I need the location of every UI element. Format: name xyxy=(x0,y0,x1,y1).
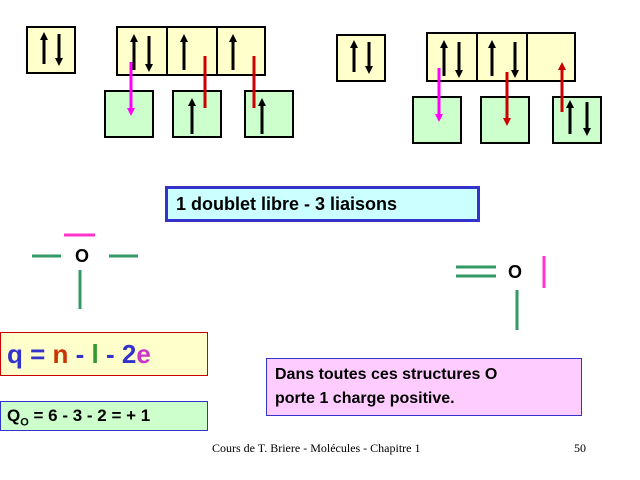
note-line-1: Dans toutes ces structures O xyxy=(275,366,498,383)
orbital-box-2p-left-3 xyxy=(216,26,266,76)
conclusion-note: Dans toutes ces structures O porte 1 cha… xyxy=(266,358,582,416)
formula-l: l xyxy=(91,339,99,369)
electrons-left-2p xyxy=(130,34,237,72)
footer-page-number: 50 xyxy=(574,441,586,455)
electron-pair-right-2s xyxy=(350,40,373,74)
formal-charge-formula: q = n - l - 2e xyxy=(0,332,208,376)
lewis-structure-left xyxy=(32,233,138,309)
calc-rest: = 6 - 3 - 2 = + 1 xyxy=(28,406,151,425)
electron-pair-left-2s xyxy=(40,32,63,66)
footer-course: Cours de T. Briere - Molécules - Chapitr… xyxy=(212,441,421,455)
atom-o-left: O xyxy=(75,246,90,266)
banner-doublet-liaisons: 1 doublet libre - 3 liaisons xyxy=(165,186,480,222)
orbital-box-2s-left xyxy=(26,26,76,74)
formal-charge-calculation: QO = 6 - 3 - 2 = + 1 xyxy=(0,401,208,431)
formula-q: q xyxy=(7,339,23,369)
bond-box-left-3 xyxy=(244,90,294,138)
orbital-box-2p-left-1 xyxy=(116,26,168,76)
formula-eq: = xyxy=(22,339,53,369)
formula-e: e xyxy=(136,339,151,369)
orbital-box-2p-right-2 xyxy=(476,32,528,82)
calc-q: Q xyxy=(7,406,21,425)
electrons-right-2p xyxy=(440,40,519,78)
orbital-box-2p-right-3 xyxy=(526,32,576,82)
bond-box-left-2 xyxy=(172,90,222,138)
formula-minus-2: - xyxy=(98,339,122,369)
electron-pair-right-bond xyxy=(566,100,591,136)
formula-n: n xyxy=(52,339,69,369)
bond-box-right-3 xyxy=(552,96,602,144)
orbital-box-2s-right xyxy=(336,34,386,82)
calc-subscript-o: O xyxy=(20,416,29,429)
atom-o-right: O xyxy=(508,262,523,282)
orbital-box-2p-left-2 xyxy=(166,26,218,76)
lewis-structure-right xyxy=(456,256,546,330)
orbital-box-2p-right-1 xyxy=(426,32,478,82)
note-line-2: porte 1 charge positive. xyxy=(275,390,455,407)
formula-minus-1: - xyxy=(68,339,92,369)
electrons-left-bonds xyxy=(188,98,266,134)
formula-two: 2 xyxy=(121,339,137,369)
